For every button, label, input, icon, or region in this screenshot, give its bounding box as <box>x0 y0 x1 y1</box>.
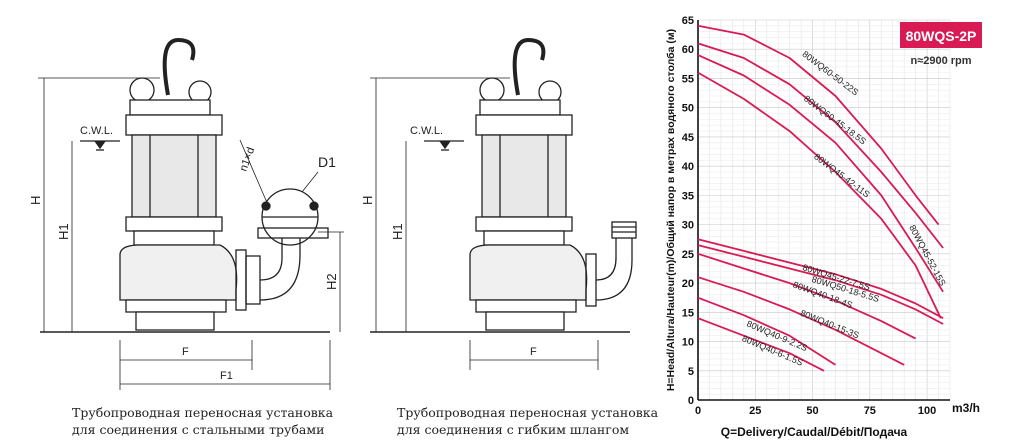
cwl-label: C.W.L. <box>80 125 113 137</box>
h-dim-label: H <box>28 196 43 205</box>
curve-80WQ60-50-22S <box>697 24 940 226</box>
curve-80WQ40-18-4S <box>697 252 917 340</box>
y-tick-label: 60 <box>682 44 694 56</box>
curve-80WQ40-9-2.2S <box>697 296 836 366</box>
y-axis-label: H=Head/Altura/Hauteur(m)/Общий напор в м… <box>665 29 677 391</box>
h1-dim-label: H1 <box>390 223 405 240</box>
y-tick-label: 10 <box>682 337 694 349</box>
steel-pipe-caption-line-2: для соединения с стальными трубами <box>72 422 325 437</box>
chart-title: 80WQS-2P <box>906 28 977 44</box>
curve-80WQ50-18-5.5S <box>697 244 944 325</box>
curve-80WQ45-22-7.5S <box>697 238 944 319</box>
h-dim-label: H <box>360 196 375 205</box>
y-tick-label: 65 <box>682 15 694 27</box>
x-tick-label: 100 <box>918 405 936 417</box>
flexible-hose-caption: Трубопроводная переносная установка для … <box>397 404 658 438</box>
flexible-hose-caption-line-1: Трубопроводная переносная установка <box>397 405 659 420</box>
flexible-hose-caption-line-2: для соединения с гибким шлангом <box>397 422 630 437</box>
f-dim-label: F <box>182 346 189 358</box>
chart-curves <box>697 24 944 372</box>
steel-pipe-caption-line-1: Трубопроводная переносная установка <box>72 405 334 420</box>
y-tick-label: 25 <box>682 249 694 261</box>
curve-label: 80WQ45-52-15S <box>907 223 948 287</box>
x-tick-label: 25 <box>749 405 761 417</box>
y-tick-label: 35 <box>682 190 694 202</box>
y-tick-label: 45 <box>682 132 694 144</box>
y-tick-label: 30 <box>682 220 694 232</box>
n1d-dim-label: n1×d <box>238 146 258 173</box>
y-tick-label: 0 <box>688 395 694 407</box>
y-tick-label: 5 <box>688 366 694 378</box>
curve-label: 80WQ45-42-11S <box>812 151 871 199</box>
x-axis-label: Q=Delivery/Caudal/Débit/Подача <box>721 425 908 439</box>
curve-80WQ45-42-11S <box>697 71 942 319</box>
h1-dim-label: H1 <box>56 223 71 240</box>
y-tick-label: 50 <box>682 103 694 115</box>
steel-pipe-caption: Трубопроводная переносная установка для … <box>72 404 333 438</box>
chart-subtitle: n≈2900 rpm <box>910 55 971 67</box>
performance-curve-chart: 80WQ60-50-22S80WQ60-45-18.5S80WQ45-42-11… <box>665 15 982 439</box>
curve-80WQ40-6-1.5S <box>697 317 825 372</box>
curve-80WQ40-15-3S <box>697 276 905 366</box>
f-dim-label: F <box>530 346 537 358</box>
f1-dim-label: F1 <box>220 370 233 382</box>
steel-pipe-installation-drawing: C.W.L. H H1 H2 F F1 D1 n1×d <box>28 37 344 390</box>
y-tick-label: 15 <box>682 307 694 319</box>
y-tick-label: 20 <box>682 278 694 290</box>
chart-annotations: 80WQ60-50-22S80WQ60-45-18.5S80WQ45-42-11… <box>741 49 948 368</box>
h2-dim-label: H2 <box>324 273 339 290</box>
x-tick-label: 0 <box>695 405 701 417</box>
flexible-hose-installation-drawing: C.W.L. H H1 F <box>360 37 637 370</box>
y-tick-label: 40 <box>682 161 694 173</box>
curve-label: 80WQ60-45-18.5S <box>802 93 868 146</box>
cwl-label: C.W.L. <box>410 125 443 137</box>
x-axis-unit: m3/h <box>952 401 980 415</box>
y-tick-label: 55 <box>682 73 694 85</box>
d1-dim-label: D1 <box>318 154 336 170</box>
chart-ticks: 0 5 10 15 20 25 30 35 40 45 50 55 60 65 0 25 50 75 100 <box>682 15 937 417</box>
curve-80WQ45-52-15S <box>697 54 944 293</box>
x-tick-label: 50 <box>806 405 818 417</box>
x-tick-label: 75 <box>864 405 876 417</box>
curve-80WQ60-45-18.5S <box>697 42 944 249</box>
model-badge <box>900 22 982 48</box>
chart-axes <box>697 20 950 401</box>
